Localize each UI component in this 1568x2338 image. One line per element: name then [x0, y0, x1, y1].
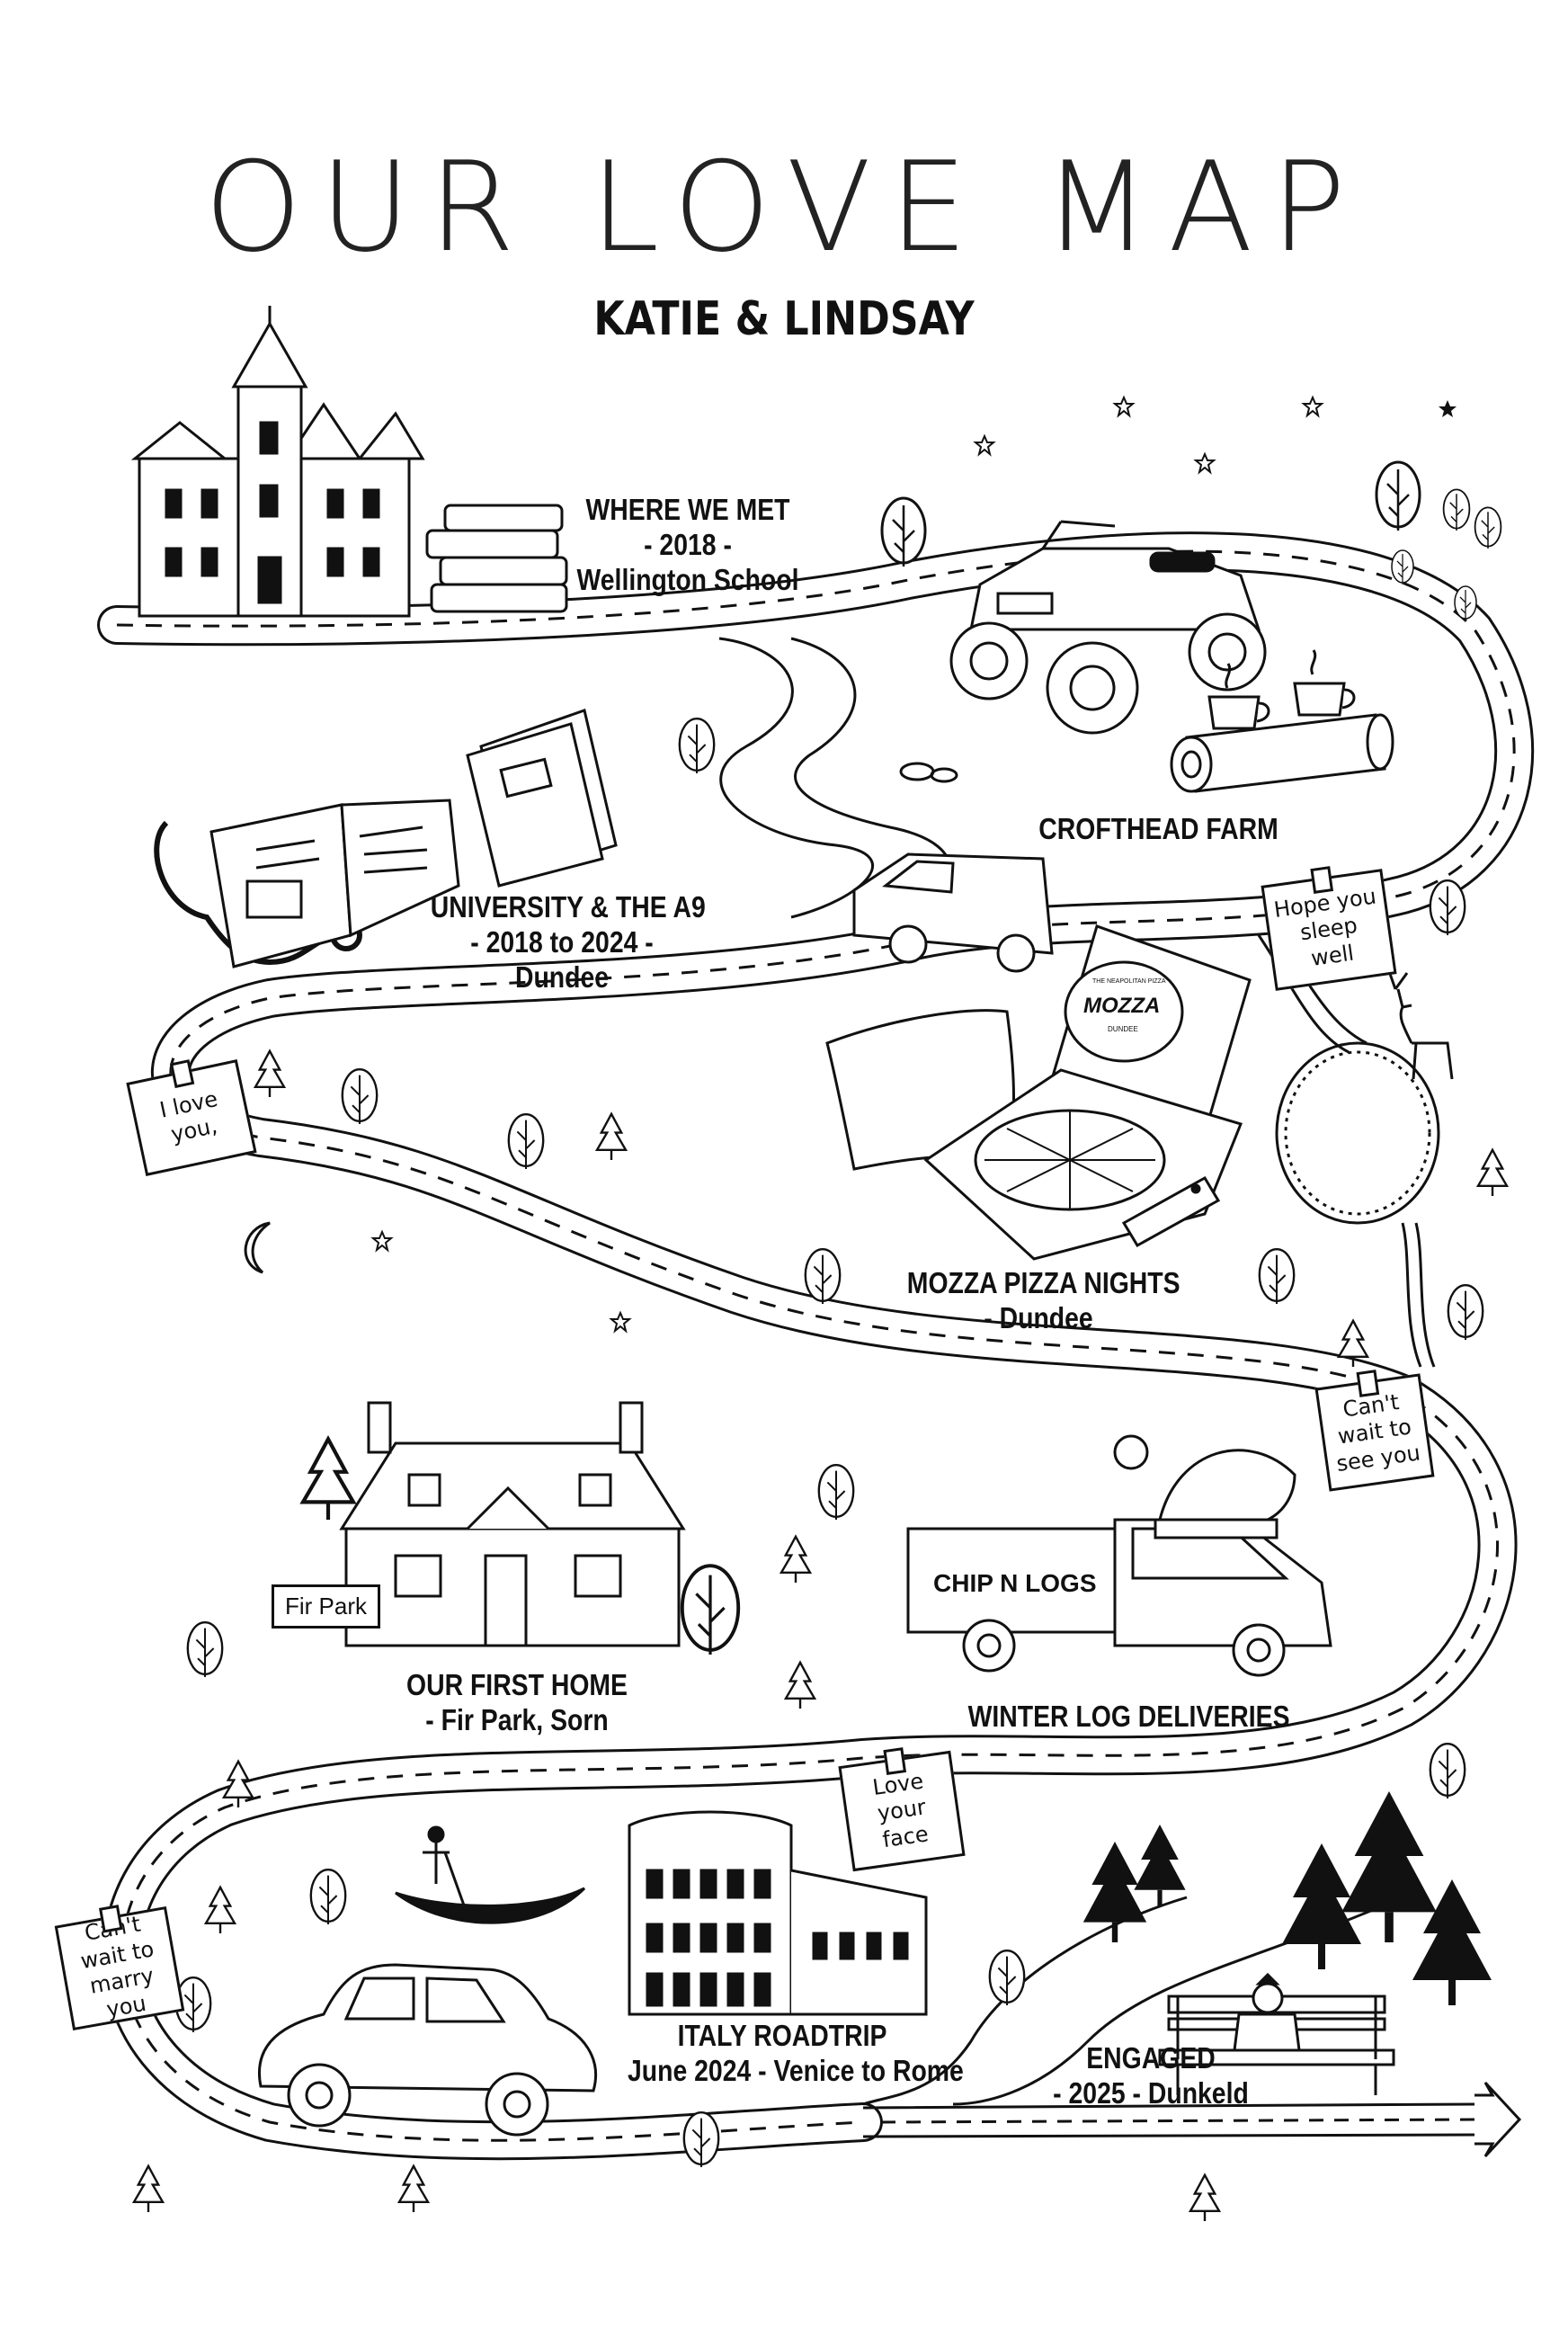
coffee-cups-icon — [1207, 649, 1356, 730]
remote-icon — [1121, 1175, 1221, 1248]
cottage-icon — [339, 1401, 686, 1647]
moon-icon — [244, 1221, 271, 1274]
milestone-winter-logs: WINTER LOG DELIVERIES — [967, 1700, 1290, 1733]
pin-icon — [883, 1747, 907, 1775]
notebook-icon — [466, 709, 618, 888]
milestone-engaged: ENGAGED- 2025 - Dunkeld — [1053, 2041, 1249, 2110]
page-title: OUR LOVE MAP — [204, 135, 1364, 280]
santa-hat-icon — [1113, 1434, 1296, 1539]
mozza-logo-bottom: DUNDEE — [1108, 1025, 1138, 1033]
pin-icon — [99, 1905, 123, 1933]
arrow-icon — [862, 2081, 1522, 2158]
mozza-logo: MOZZA — [1083, 994, 1161, 1018]
pin-icon — [1356, 1370, 1380, 1397]
pin-icon — [1310, 866, 1334, 894]
star-icon — [372, 397, 1457, 1332]
mozza-logo-top: THE NEAPOLITAN PIZZA — [1092, 978, 1166, 985]
milestone-first-home: OUR FIRST HOME- Fir Park, Sorn — [406, 1668, 628, 1736]
castle-icon — [130, 306, 425, 618]
fir-park-sign: Fir Park — [272, 1584, 380, 1629]
page-subtitle: KATIE & LINDSAY — [593, 292, 975, 346]
deer-icon — [1387, 970, 1454, 1080]
books-icon — [425, 504, 568, 613]
milestone-university: UNIVERSITY & THE A9- 2018 to 2024 -Dunde… — [430, 890, 706, 994]
pond-icon — [1257, 934, 1440, 1368]
milestone-crofthead-farm: CROFTHEAD FARM — [1038, 812, 1278, 845]
truck-icon — [906, 1518, 1332, 1677]
ring-box-icon — [1233, 1972, 1301, 2052]
gondola-icon — [395, 1825, 586, 1924]
quad-bike-icon — [949, 520, 1267, 735]
milestone-where-we-met: WHERE WE MET- 2018 -Wellington School — [576, 493, 799, 596]
milestone-mozza-pizza: MOZZA PIZZA NIGHTS- Dundee — [906, 1266, 1180, 1334]
van-icon — [852, 852, 1054, 973]
truck-banner: CHIP N LOGS — [933, 1569, 1097, 1597]
colosseum-icon — [628, 1810, 928, 2016]
fiat-car-icon — [258, 1963, 598, 2137]
open-book-icon — [209, 799, 460, 968]
pine-forest — [1083, 1791, 1492, 2005]
log-icon — [1170, 713, 1394, 793]
